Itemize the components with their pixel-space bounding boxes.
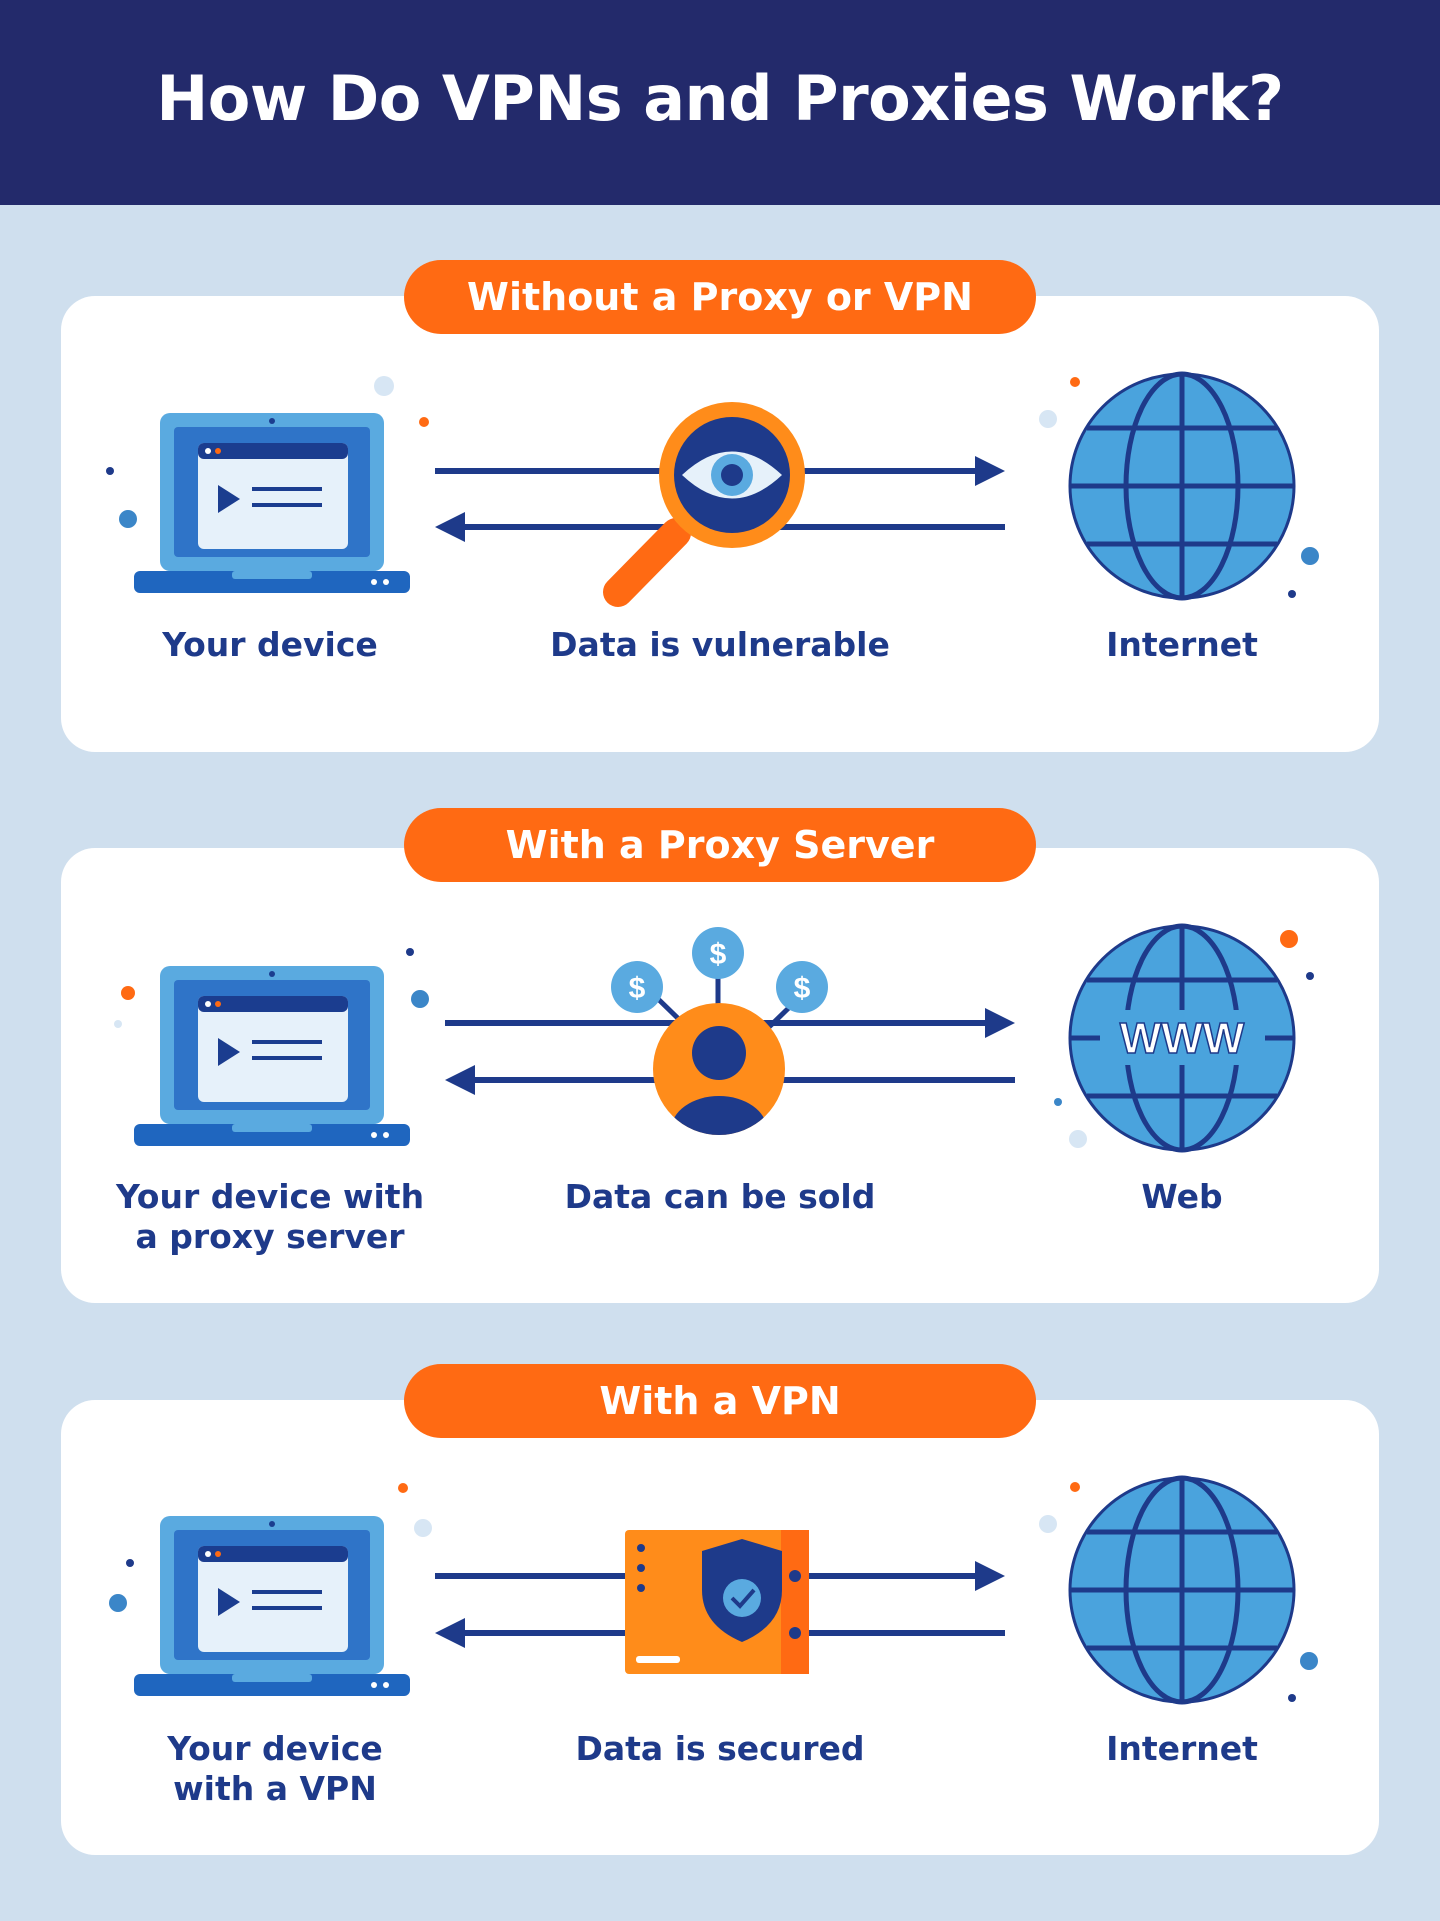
section-heading-vpn: With a VPN	[404, 1364, 1036, 1438]
label-device-with-proxy: Your device with a proxy server	[90, 1177, 450, 1257]
label-internet: Internet	[1106, 625, 1258, 664]
label-device-with-vpn: Your device with a VPN	[95, 1729, 455, 1809]
label-line: a proxy server	[135, 1217, 405, 1256]
label-data-can-be-sold: Data can be sold	[564, 1177, 876, 1216]
label-internet: Internet	[1106, 1729, 1258, 1768]
card-without-proxy-or-vpn	[61, 296, 1379, 752]
label-data-secured: Data is secured	[575, 1729, 865, 1768]
section-heading-without: Without a Proxy or VPN	[404, 260, 1036, 334]
label-data-vulnerable: Data is vulnerable	[550, 625, 890, 664]
label-line: Your device	[167, 1729, 383, 1768]
label-your-device: Your device	[162, 625, 378, 664]
page-title: How Do VPNs and Proxies Work?	[156, 62, 1284, 135]
label-web: Web	[1141, 1177, 1223, 1216]
section-heading-proxy: With a Proxy Server	[404, 808, 1036, 882]
label-line: with a VPN	[173, 1769, 377, 1808]
label-line: Your device with	[115, 1177, 425, 1216]
header-banner: How Do VPNs and Proxies Work?	[0, 0, 1440, 205]
